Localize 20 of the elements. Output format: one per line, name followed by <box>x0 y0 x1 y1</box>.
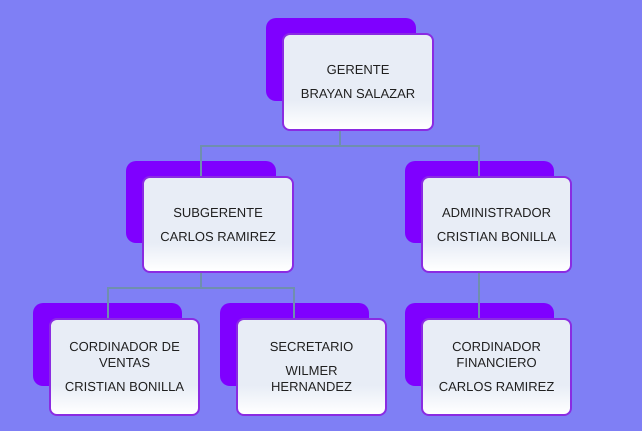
org-chart-box <box>282 33 434 131</box>
person-name: CARLOS RAMIREZ <box>438 379 554 395</box>
org-chart-box <box>421 176 572 273</box>
person-name: BRAYAN SALAZAR <box>300 86 416 102</box>
person-name: CRISTIAN BONILLA <box>64 379 184 395</box>
org-chart-box <box>49 318 200 416</box>
org-chart-box <box>142 176 294 273</box>
person-name: CARLOS RAMIREZ <box>160 228 276 244</box>
position-title: GERENTE <box>326 62 390 78</box>
org-chart-box <box>236 318 387 416</box>
position-title: CORDINADOR DE VENTAS <box>68 339 181 371</box>
connector-line <box>478 273 480 318</box>
position-title: ADMINISTRADOR <box>442 204 552 220</box>
position-title: CORDINADOR FINANCIERO <box>451 339 542 371</box>
connector-line <box>200 273 295 318</box>
person-name: WILMER HERNANDEZ <box>270 363 353 395</box>
position-title: SUBGERENTE <box>173 204 263 220</box>
person-name: CRISTIAN BONILLA <box>436 228 556 244</box>
position-title: SECRETARIO <box>270 339 354 355</box>
org-chart-box <box>421 318 572 416</box>
